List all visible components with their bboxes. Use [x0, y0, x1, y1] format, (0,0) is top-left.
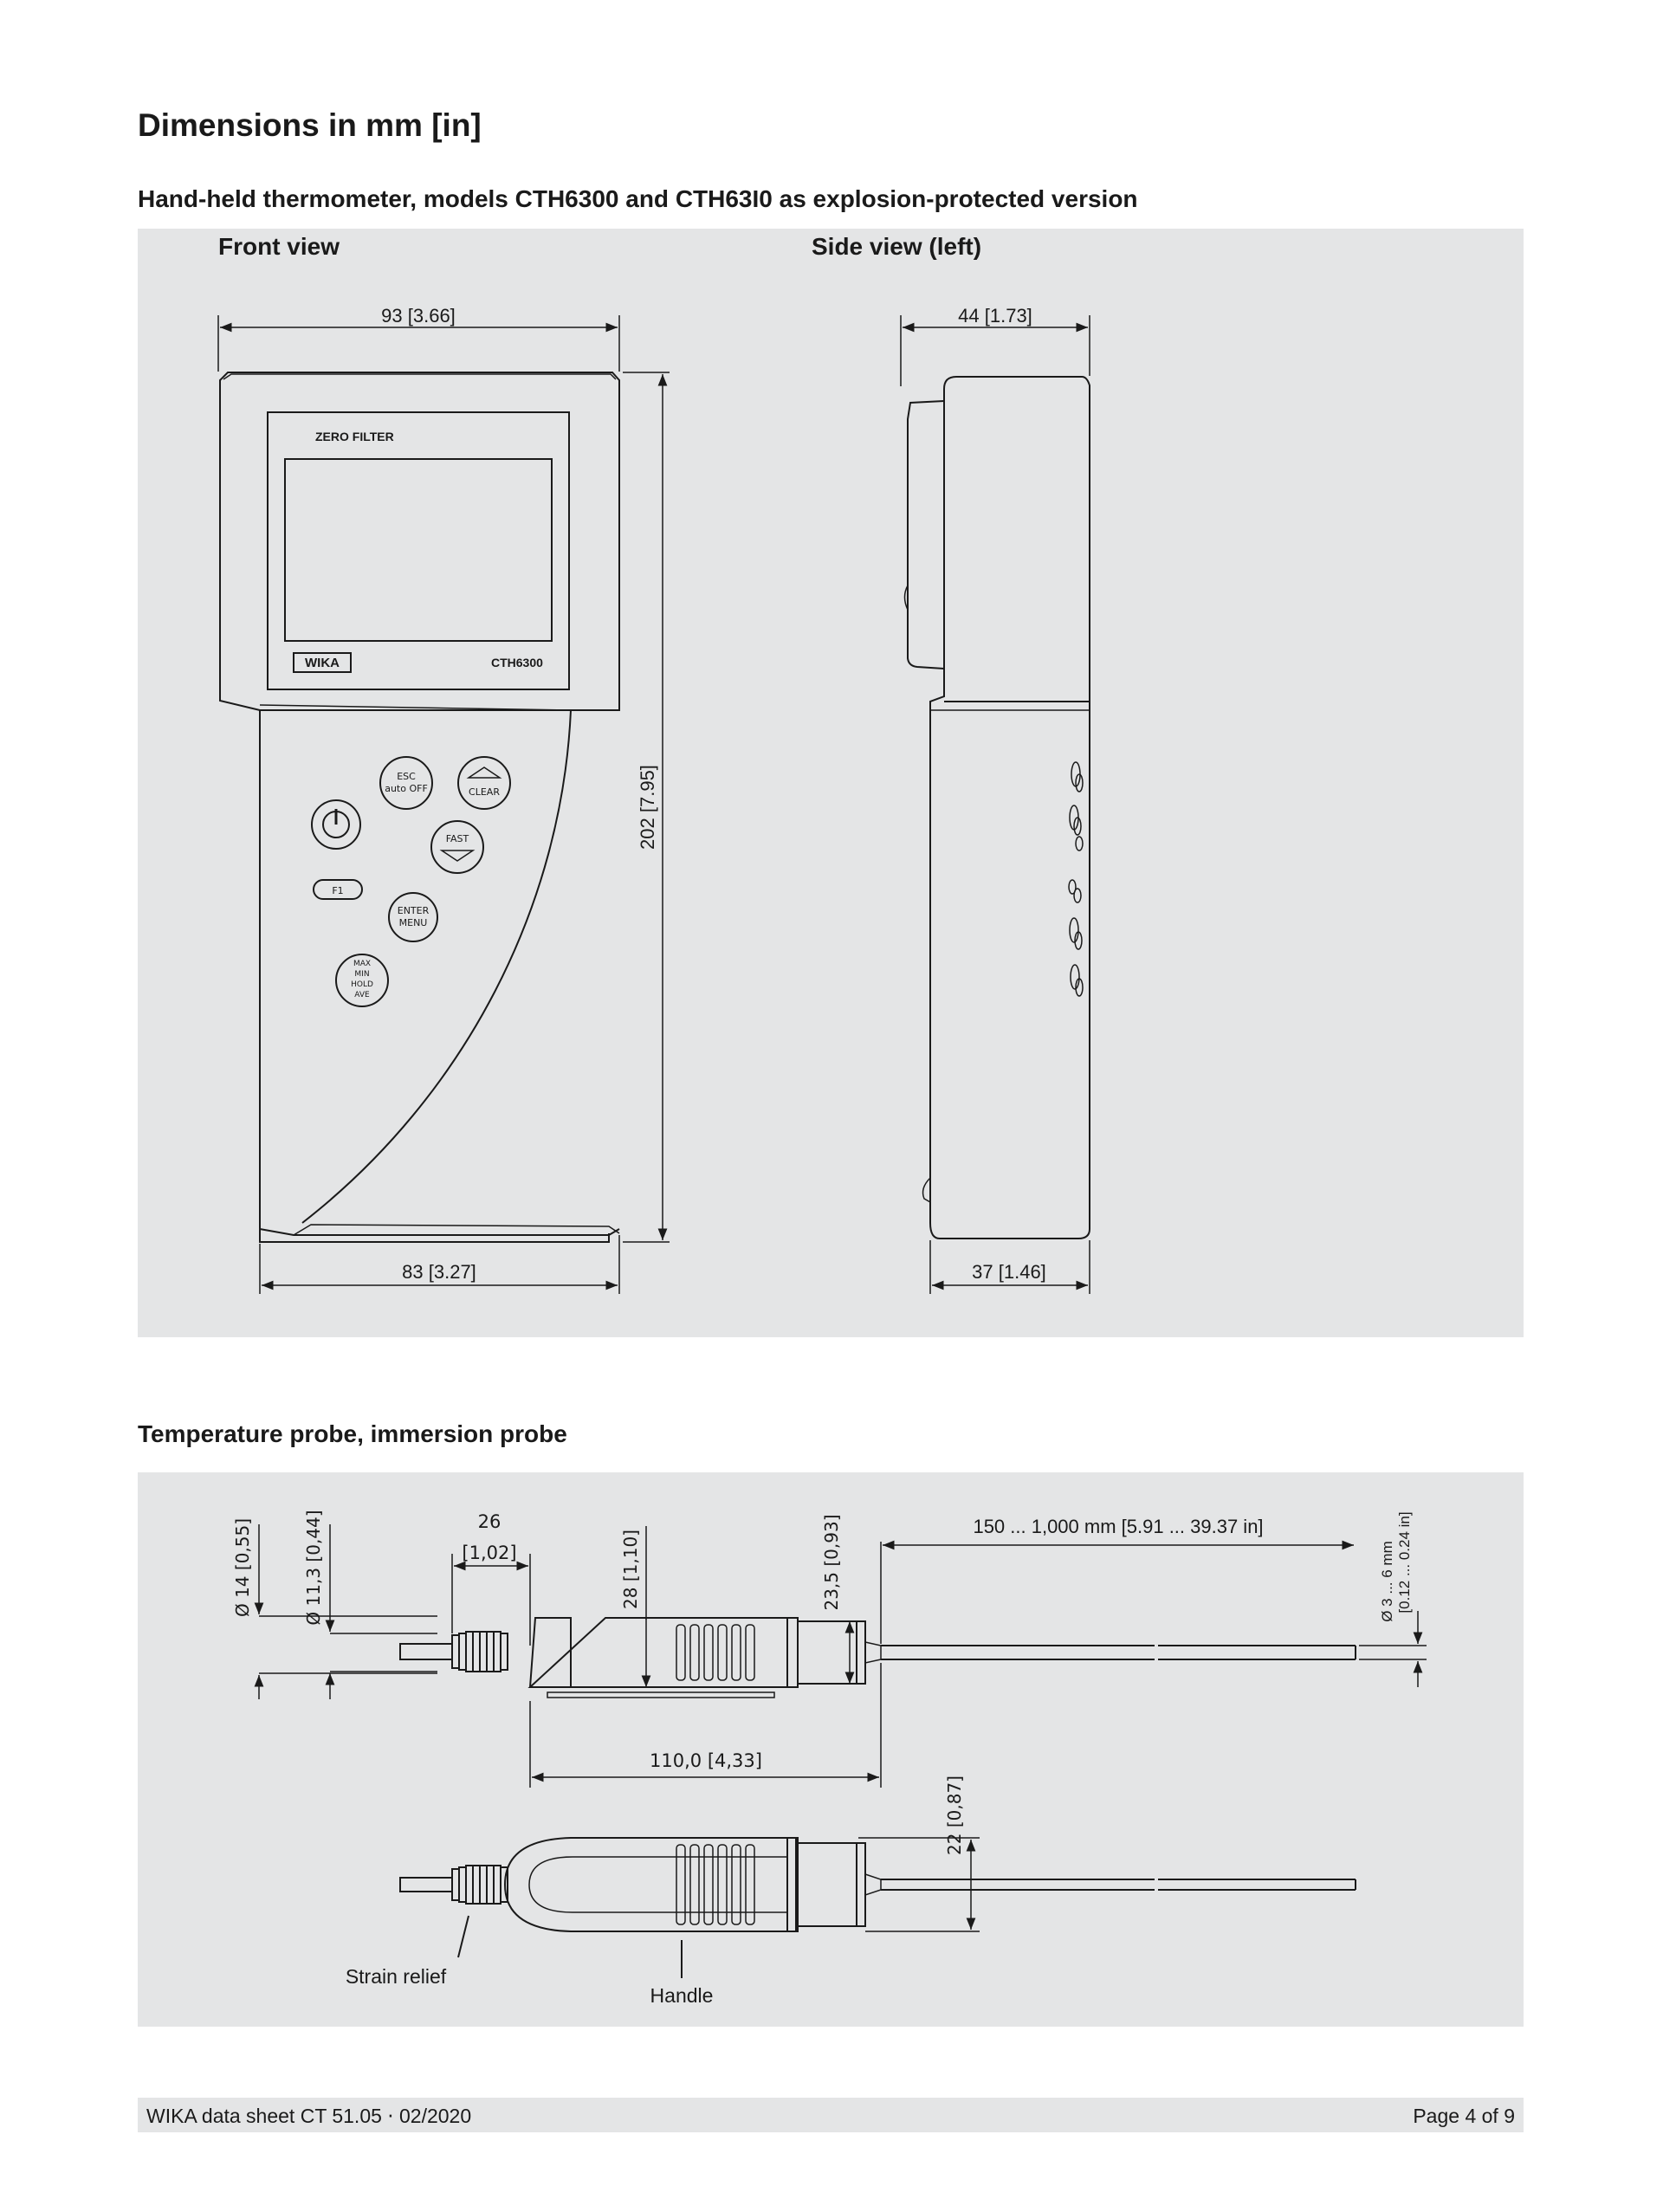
fast-button-label: FAST: [446, 833, 469, 844]
probe-side-view: [399, 1617, 1356, 1698]
section-title-probe: Temperature probe, immersion probe: [138, 1420, 567, 1447]
front-width-dimension: [217, 315, 620, 372]
side-top-dimension: [900, 315, 1090, 386]
probe-top-view: [399, 1837, 1356, 1932]
probe-dim-26: [451, 1554, 531, 1646]
probe-dim-110: [529, 1663, 882, 1788]
esc-button-sublabel: auto OFF: [385, 783, 428, 794]
enter-button-sublabel: MENU: [399, 917, 428, 928]
label-strain-relief: Strain relief: [346, 1965, 447, 1988]
clear-button[interactable]: CLEAR: [457, 756, 511, 810]
clear-button-label: CLEAR: [469, 786, 500, 798]
probe-dim-22: [858, 1837, 980, 1932]
ave-label: AVE: [354, 991, 370, 999]
side-view-label: Side view (left): [812, 233, 981, 260]
dim-stem-diameter-inch: [0.12 ... 0.24 in]: [1396, 1511, 1413, 1613]
probe-dim-d113: [325, 1524, 437, 1699]
fast-button[interactable]: FAST: [430, 820, 484, 874]
dim-26: 26: [478, 1511, 501, 1532]
max-label: MAX: [353, 960, 371, 968]
probe-dim-stem-diameter: [1359, 1611, 1427, 1687]
dim-width-bottom: 83 [3.27]: [402, 1261, 476, 1283]
dim-height: 202 [7.95]: [637, 765, 658, 850]
dim-d113: Ø 11,3 [0,44]: [303, 1510, 324, 1625]
wika-logo: [293, 652, 352, 673]
f1-button[interactable]: F1: [313, 879, 363, 900]
f1-button-label: F1: [332, 885, 343, 896]
probe-dim-d14: [254, 1524, 437, 1699]
probe-dim-length: [880, 1540, 1354, 1644]
wika-logo-text: WIKA: [305, 656, 340, 670]
power-button[interactable]: [311, 799, 361, 850]
model-label: CTH6300: [491, 656, 543, 669]
front-bottom-width-dimension: [259, 1235, 620, 1294]
front-view-label: Front view: [218, 233, 340, 260]
front-view-device: ZERO FILTER WIKA CTH6300: [219, 372, 620, 1243]
max-min-hold-ave-button[interactable]: MAX MIN HOLD AVE: [335, 954, 389, 1007]
side-bottom-dimension: [929, 1240, 1090, 1294]
section-title-thermometer: Hand-held thermometer, models CTH6300 an…: [138, 185, 1138, 212]
footer-page-number: Page 4 of 9: [1413, 2105, 1515, 2127]
label-handle: Handle: [650, 1984, 714, 2007]
dim-stem-diameter: Ø 3 ... 6 mm: [1379, 1541, 1395, 1622]
dim-26-inch: [1,02]: [462, 1543, 516, 1563]
enter-menu-button[interactable]: ENTER MENU: [388, 892, 438, 942]
dim-28: 28 [1,10]: [620, 1530, 641, 1609]
dim-d14: Ø 14 [0,55]: [232, 1518, 253, 1617]
dim-side-bottom: 37 [1.46]: [972, 1261, 1046, 1283]
probe-drawing-panel: Ø 14 [0,55] Ø 11,3 [0,44] 26 [1,02] 28 […: [138, 1472, 1524, 2027]
min-label: MIN: [354, 970, 369, 979]
esc-button[interactable]: ESC auto OFF: [379, 756, 433, 810]
esc-button-label: ESC: [397, 771, 416, 782]
page-title: Dimensions in mm [in]: [138, 107, 482, 143]
dim-235: 23,5 [0,93]: [821, 1514, 842, 1610]
dim-110: 110,0 [4,33]: [650, 1750, 762, 1771]
hold-label: HOLD: [351, 980, 373, 989]
front-height-dimension: [623, 372, 670, 1243]
thermometer-drawing-panel: Front view Side view (left) ZERO FILTER …: [138, 229, 1524, 1337]
dim-22: 22 [0,87]: [944, 1775, 965, 1855]
dim-length: 150 ... 1,000 mm [5.91 ... 39.37 in]: [973, 1516, 1263, 1537]
dim-side-top: 44 [1.73]: [958, 305, 1032, 327]
side-view-device: [903, 376, 1090, 1239]
footer-datasheet-id: WIKA data sheet CT 51.05 ⋅ 02/2020: [146, 2105, 472, 2127]
display-header: ZERO FILTER: [315, 430, 394, 443]
page-footer: WIKA data sheet CT 51.05 ⋅ 02/2020 Page …: [138, 2098, 1524, 2132]
dim-width-top: 93 [3.66]: [381, 305, 456, 327]
enter-button-label: ENTER: [398, 905, 430, 916]
